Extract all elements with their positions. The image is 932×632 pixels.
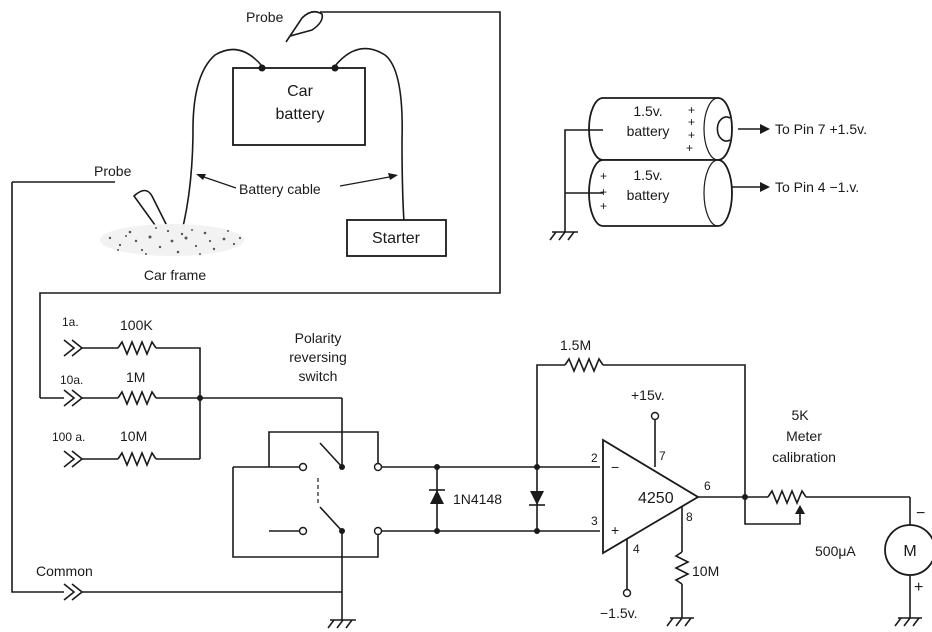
svg-text:+: + [686, 141, 693, 155]
switch-label-2: reversing [289, 349, 347, 365]
feedback-resistor-label: 1.5M [560, 337, 591, 353]
pin8-label: 8 [686, 510, 693, 524]
pot-label-2: calibration [772, 449, 836, 465]
switch-label-1: Polarity [295, 330, 342, 346]
top-cell-voltage: 1.5v. [633, 103, 662, 119]
car-frame-label: Car frame [144, 267, 206, 283]
meter-calibration-pot [744, 488, 922, 627]
battery-terminal-pos [331, 64, 339, 72]
bottom-cell-label: battery [627, 187, 670, 203]
to-pin7-label: To Pin 7 +1.5v. [775, 121, 867, 137]
starter-box [346, 219, 447, 257]
pin7-label: 7 [659, 449, 666, 463]
top-probe-icon [285, 10, 324, 43]
battery-cable-label: Battery cable [239, 181, 321, 197]
pot-value-label: 5K [791, 407, 809, 423]
svg-text:+: + [600, 169, 607, 183]
meter-symbol: M [903, 543, 916, 560]
opamp-minus-input: − [611, 459, 619, 475]
car-battery-box [232, 67, 366, 146]
opamp-chip-label: 4250 [638, 490, 674, 507]
battery-pack: + + + + + + + [549, 97, 733, 241]
meter-icon [884, 524, 932, 576]
pin4-label: 4 [633, 542, 640, 556]
car-frame-speckle [100, 224, 244, 256]
svg-text:+: + [688, 103, 695, 117]
meter-minus: − [916, 505, 925, 522]
resistor-10m-label: 10M [120, 428, 147, 444]
resistor-100k-label: 100K [120, 317, 153, 333]
svg-text:+: + [688, 115, 695, 129]
top-cell-label: battery [627, 123, 670, 139]
bias-resistor-label: 10M [692, 563, 719, 579]
pin3-label: 3 [591, 514, 598, 528]
top-probe-label: Probe [246, 9, 284, 25]
svg-text:+: + [688, 128, 695, 142]
opamp-plus-input: + [611, 522, 619, 538]
plus15-label: +15v. [631, 387, 665, 403]
battery-cable-left [177, 48, 263, 246]
diode-label: 1N4148 [453, 491, 502, 507]
svg-text:+: + [600, 199, 607, 213]
range-100a-label: 100 a. [52, 430, 85, 444]
range-10a-label: 10a. [60, 373, 83, 387]
to-pin4-label: To Pin 4 −1.v. [775, 179, 859, 195]
bottom-cell-voltage: 1.5v. [633, 167, 662, 183]
starter-label: Starter [372, 230, 421, 247]
opamp-4250 [602, 411, 748, 627]
resistor-1m-label: 1M [126, 369, 145, 385]
diode-pair [382, 464, 600, 534]
minus15-label: −1.5v. [600, 605, 638, 621]
car-battery-label-1: Car [287, 83, 313, 100]
range-1a-label: 1a. [62, 315, 79, 329]
car-section-enclosure [11, 11, 501, 593]
left-probe-label: Probe [94, 163, 132, 179]
svg-text:+: + [600, 185, 607, 199]
switch-label-3: switch [299, 368, 338, 384]
meter-range-label: 500μA [815, 543, 856, 559]
polarity-switch [232, 398, 383, 629]
battery-cable-right [334, 47, 405, 223]
car-battery-label-2: battery [276, 106, 325, 123]
battery-terminal-neg [258, 64, 266, 72]
meter-plus: + [914, 579, 923, 596]
common-label: Common [36, 563, 93, 579]
pin6-label: 6 [704, 479, 711, 493]
feedback-resistor [536, 356, 746, 497]
input-connectors [40, 339, 342, 601]
pin2-label: 2 [591, 451, 598, 465]
pot-label-1: Meter [786, 428, 822, 444]
